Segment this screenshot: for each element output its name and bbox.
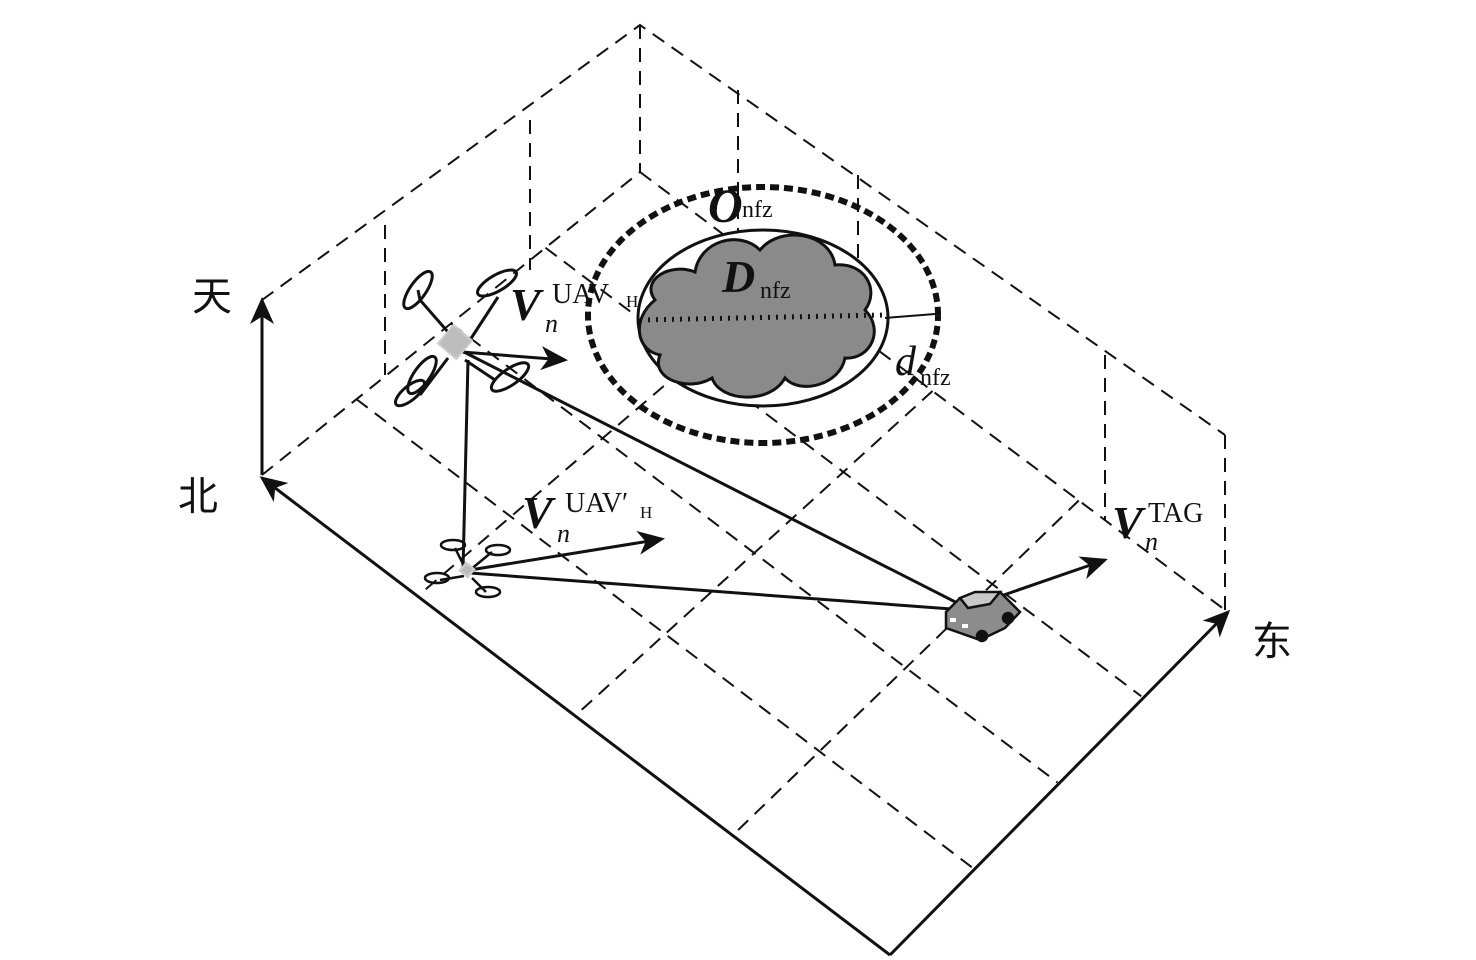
uav2-velocity-arrow [469,530,665,572]
v1-sup: UAV [552,279,609,310]
uav-projection-line [461,359,470,571]
uav-velocity-arrow [461,346,568,371]
no-fly-zone [585,184,941,446]
center-sub: nfz [742,197,773,223]
uav2-velocity-label: V n UAV′ H [522,487,652,548]
v2-main: V [522,487,556,538]
east-axis-arrow [888,609,1231,957]
up-label: 天 [192,274,232,320]
d-sub: nfz [760,278,791,304]
uav2-to-target-link [469,571,966,612]
v2-sup: UAV′ [565,488,628,519]
target-velocity-arrow [994,556,1108,600]
grid-line [355,398,975,870]
dr-sub: nfz [920,365,951,391]
cloud-icon [638,233,876,399]
v2-supsub: H [640,503,652,522]
v3-sub: n [1145,527,1158,556]
target-vehicle-icon [944,590,1022,643]
v1-supsub: H [626,292,638,311]
east-label: 东 [1252,619,1292,665]
uav-velocity-label: V n UAV H [510,279,638,338]
zone-diameter-label: D nfz [721,251,791,304]
uav-icon [393,268,531,408]
diameter-line [639,312,886,323]
v1-main: V [510,279,544,330]
target-velocity-label: V n TAG [1112,497,1203,556]
dr-main: d [895,339,917,385]
grid-line [732,499,1080,836]
no-fly-zone-boundary [585,184,941,446]
north-label: 北 [178,474,218,520]
uav-to-target-link [459,348,976,614]
v3-sup: TAG [1148,498,1203,529]
airspace-box [261,23,1226,610]
v3-main: V [1112,497,1146,548]
radius-line [884,313,936,319]
center-label: O nfz [708,180,773,233]
uav-projection-icon [423,538,512,599]
grid-line [450,322,1059,784]
d-main: D [721,251,755,302]
v1-sub: n [545,309,558,338]
center-main: O [708,180,743,233]
safety-radius-label: d nfz [895,339,951,391]
north-axis-arrow [259,476,891,957]
v2-sub: n [557,519,570,548]
